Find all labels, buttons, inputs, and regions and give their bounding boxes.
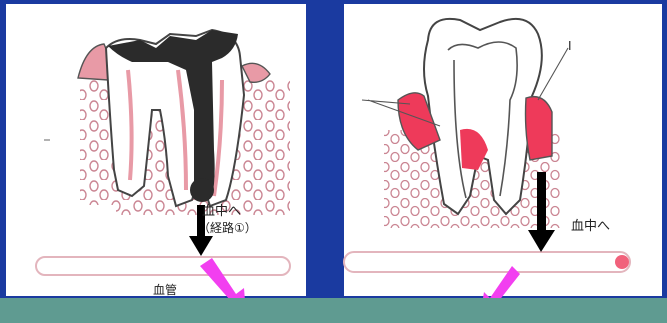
left-lower-white-box [6,205,116,235]
right-vessel [344,252,630,272]
label-bloodstream-right: 血中へ [571,220,610,233]
label-route: （経路①） [198,222,257,234]
label-blood-vessel: 血管 [153,284,177,296]
label-bloodstream-left: 血中へ [202,205,241,218]
right-vessel-end [615,255,629,269]
left-tooth [44,30,290,215]
footer-bar [0,298,667,323]
left-root-abscess [190,178,214,202]
left-vessel [36,257,290,275]
right-inflamed-gum-right [526,97,553,160]
label-right-top: I [568,40,572,52]
